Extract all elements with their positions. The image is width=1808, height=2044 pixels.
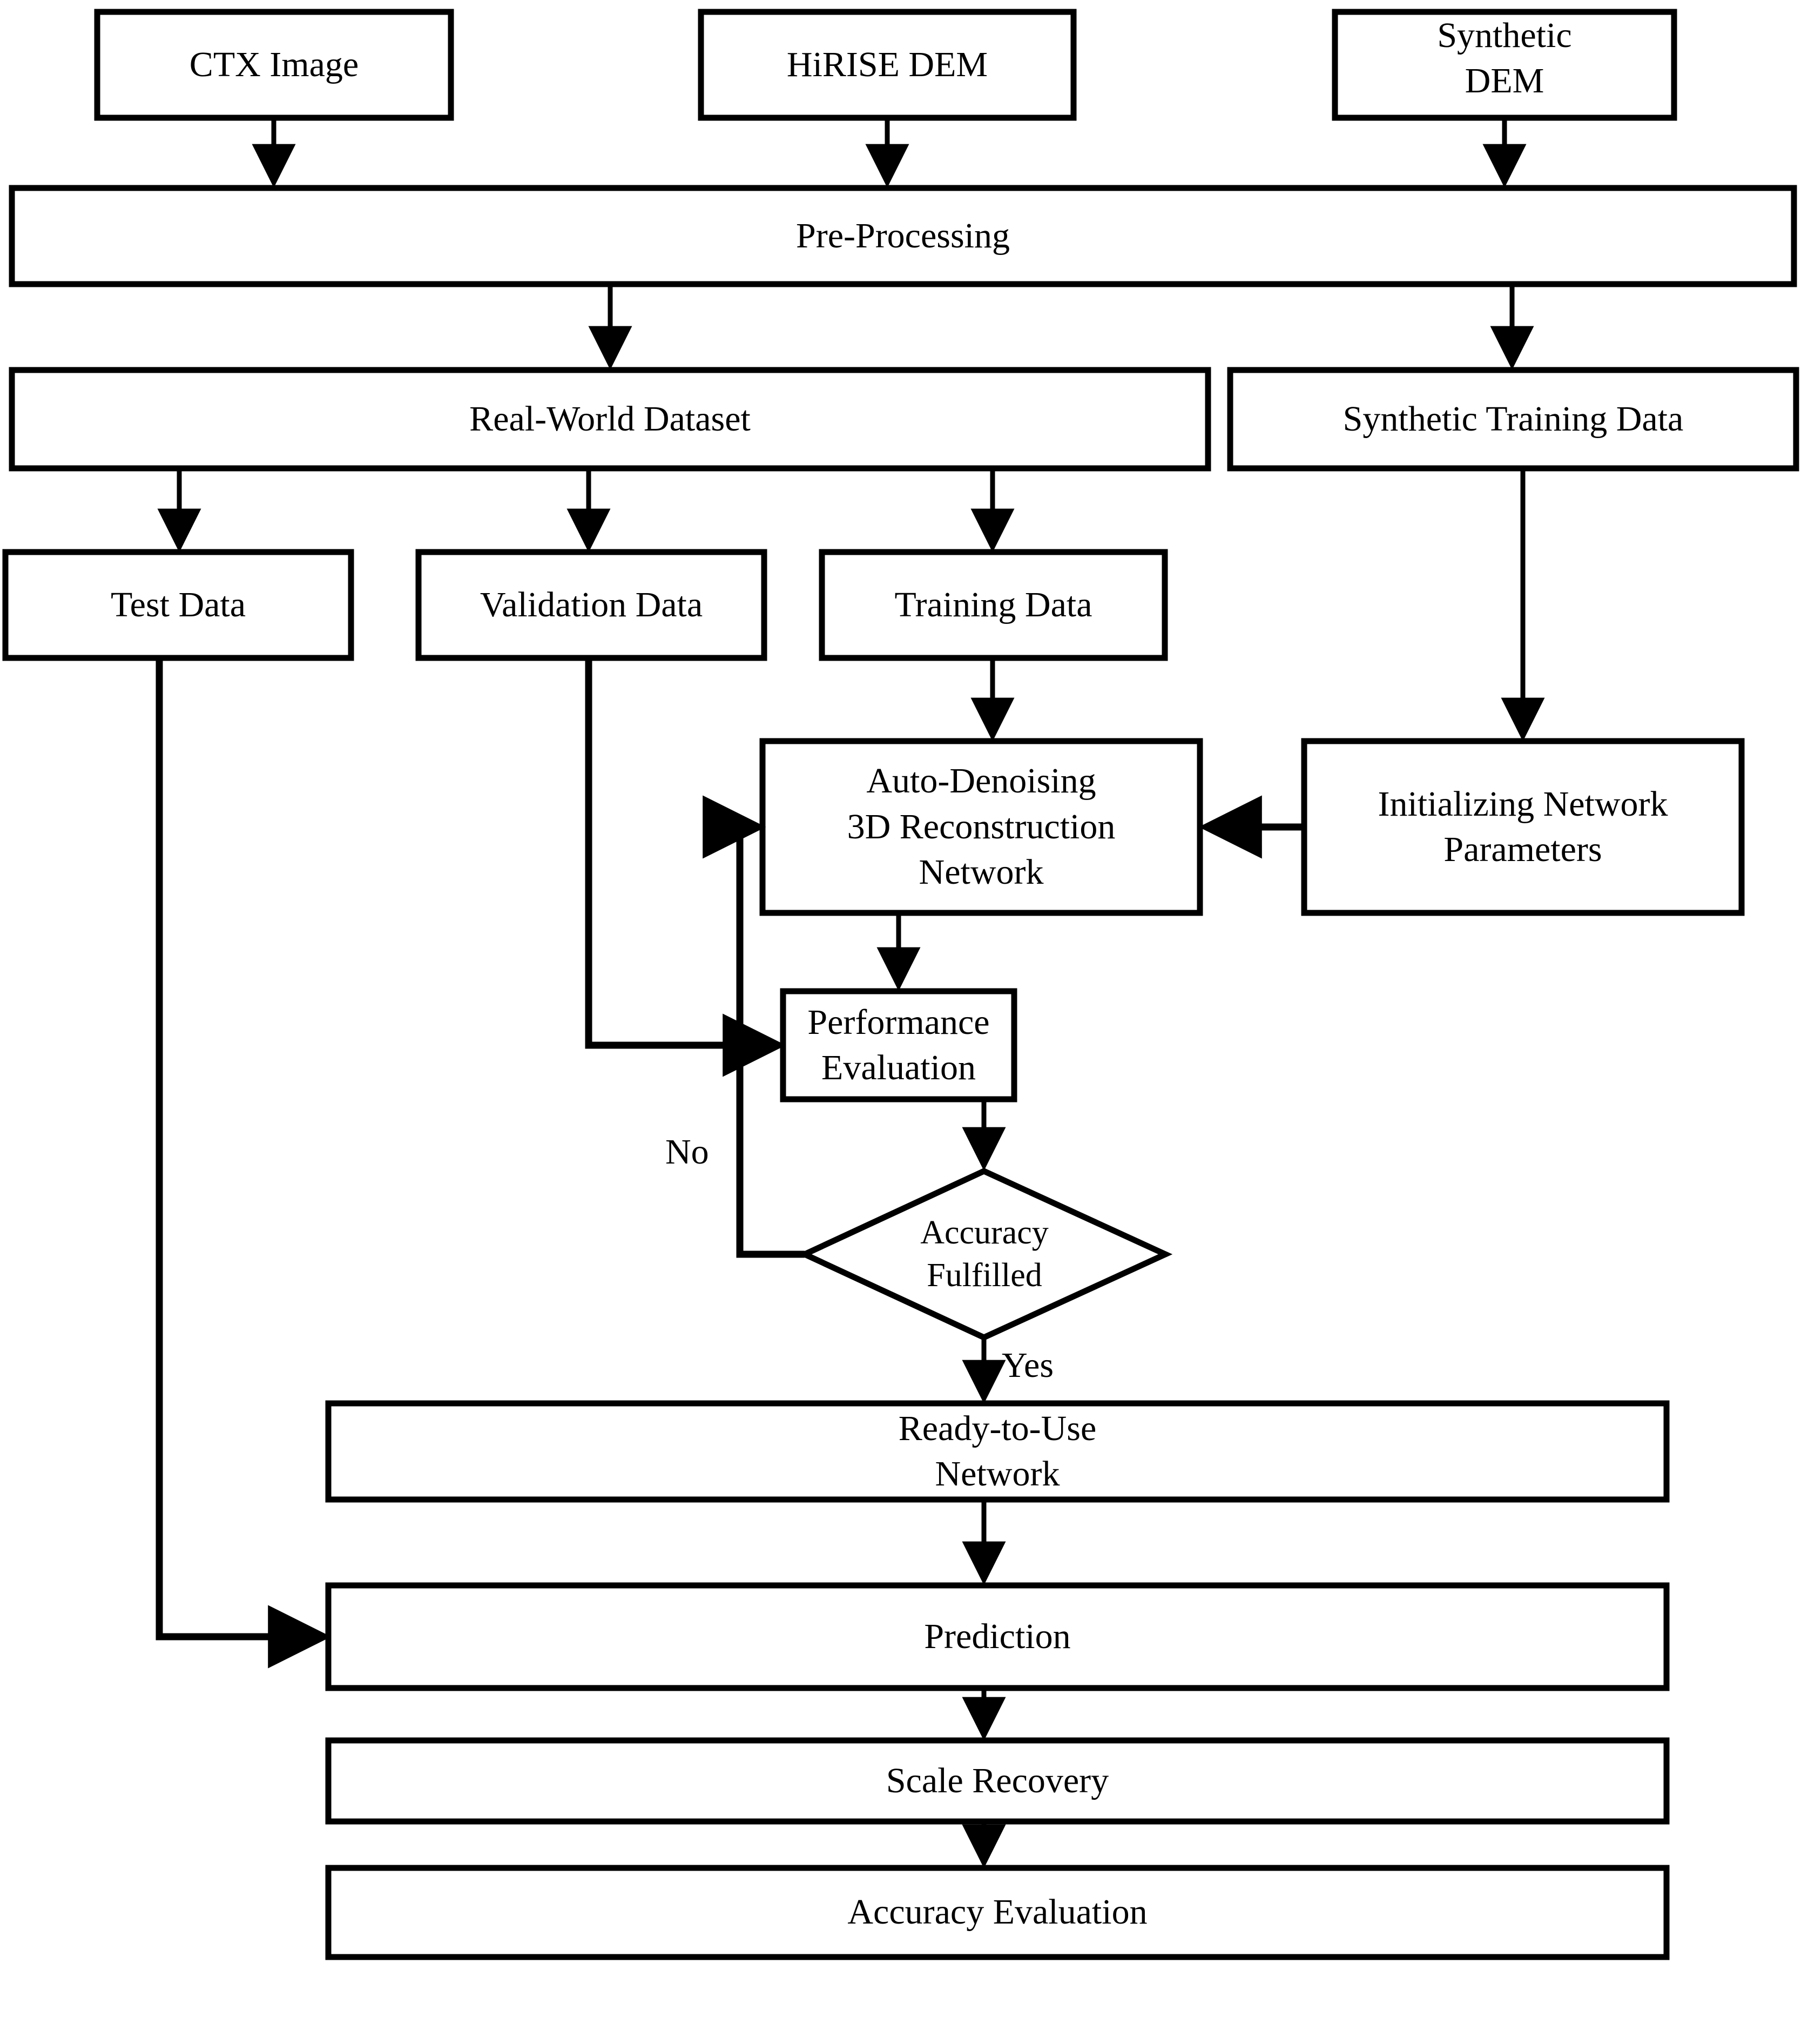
node-initializing-network-parameters[interactable] xyxy=(1301,738,1745,916)
node-hirise-dem[interactable] xyxy=(698,9,1077,121)
node-auto-denoising-network[interactable] xyxy=(759,738,1203,916)
edge-decision-no-to-network xyxy=(703,795,805,1258)
node-ready-to-use-network[interactable] xyxy=(325,1400,1670,1503)
node-performance-evaluation[interactable] xyxy=(780,988,1017,1102)
node-pre-processing[interactable] xyxy=(9,185,1797,287)
node-test-data[interactable] xyxy=(2,549,354,661)
node-accuracy-evaluation[interactable] xyxy=(325,1865,1670,1960)
node-synthetic-training-data[interactable] xyxy=(1227,367,1799,472)
edge-label-yes: Yes xyxy=(1002,1346,1054,1385)
node-validation-data[interactable] xyxy=(415,549,767,661)
edge-validation-to-performance xyxy=(585,658,786,1077)
node-synthetic-dem[interactable] xyxy=(1332,9,1677,121)
node-scale-recovery[interactable] xyxy=(325,1737,1670,1825)
node-training-data[interactable] xyxy=(819,549,1168,661)
node-ctx-image[interactable] xyxy=(94,9,454,121)
edge-test-to-prediction xyxy=(156,658,332,1669)
edge-label-no: No xyxy=(665,1132,709,1172)
node-prediction[interactable] xyxy=(325,1582,1670,1691)
node-real-world-dataset[interactable] xyxy=(9,367,1211,472)
node-accuracy-fulfilled[interactable] xyxy=(797,1167,1173,1341)
